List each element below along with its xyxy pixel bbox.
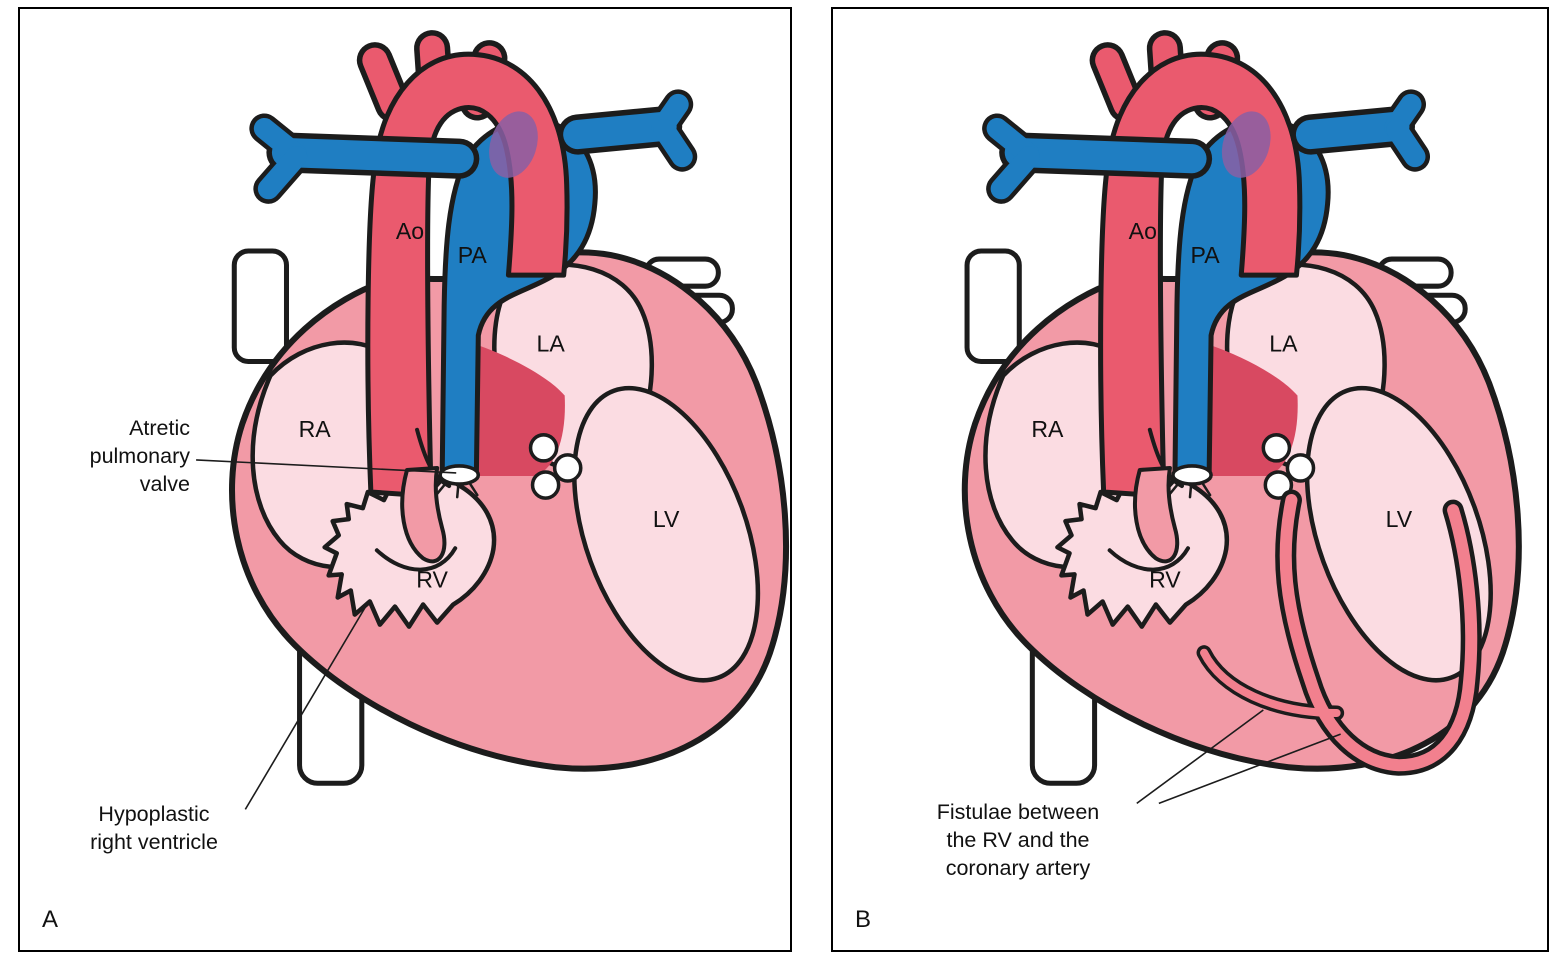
leader-line-hypoplastic-rv [244, 599, 371, 810]
label-pa: PA [458, 242, 488, 268]
annotation-fistulae: Fistulae between the RV and the coronary… [936, 800, 1100, 880]
leader-line-fistula-1 [1136, 709, 1264, 805]
label-la: LA [1269, 330, 1298, 356]
heart-diagram-b: Ao PA RA LA LV RV [833, 9, 1547, 805]
label-lv: LV [1386, 506, 1413, 532]
label-rv: RV [416, 566, 448, 592]
coronary-fistulae [1196, 489, 1482, 776]
panel-a: Ao PA RA LA LV RV Atretic pulmonary valv… [18, 7, 792, 952]
label-rv: RV [1149, 566, 1181, 592]
heart-diagram-a: Ao PA RA LA LV RV [196, 9, 790, 810]
chamber-labels-a: Ao PA RA LA LV RV [299, 218, 680, 592]
chamber-labels-b: Ao PA RA LA LV RV [1031, 218, 1412, 592]
label-pa: PA [1191, 242, 1221, 268]
panel-letter-a: A [42, 906, 59, 933]
panel-b: Ao PA RA LA LV RV Fistulae between the R… [831, 7, 1549, 952]
leader-line-atretic-valve [196, 459, 457, 474]
label-lv: LV [653, 506, 680, 532]
panel-letter-b: B [855, 906, 872, 933]
label-ao: Ao [396, 218, 424, 244]
annotation-atretic-valve: Atretic pulmonary valve [89, 416, 190, 496]
label-ao: Ao [1129, 218, 1157, 244]
annotation-hypoplastic-rv: Hypoplastic right ventricle [90, 802, 218, 854]
leader-line-fistula-2 [1158, 733, 1341, 805]
label-la: LA [537, 330, 566, 356]
label-ra: RA [1031, 416, 1064, 442]
label-ra: RA [299, 416, 332, 442]
